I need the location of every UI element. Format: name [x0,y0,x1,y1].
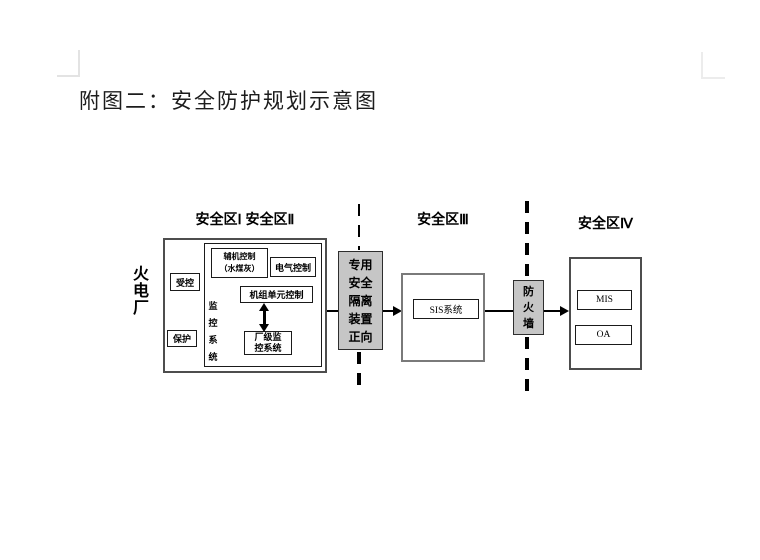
monitoring-system-label: 监 控 系 统 [208,301,218,362]
arrow-firewall-to-zone4-head [560,306,569,316]
electrical-control-box: 电气控制 [270,257,316,277]
aux-control-box: 辅机控制 （水煤灰） [211,248,268,278]
mis-box: MIS [577,290,632,310]
thermal-plant-label: 火 电 厂 [132,266,149,317]
zone2-3-boundary-dashed-line-top [358,204,360,250]
arrow-isolation-to-sis-shaft [383,310,394,312]
controlled-box: 受控 [170,273,200,291]
arrow-shaft [263,308,266,327]
arrow-down-head [259,324,269,332]
figure-title: 附图二：安全防护规划示意图 [79,89,378,113]
zone4-box [569,257,642,370]
arrow-isolation-to-sis-head [393,306,402,316]
oa-box: OA [575,325,632,345]
protection-box: 保护 [167,330,197,347]
zone3-4-boundary-dashed-line-top [525,201,529,278]
connector-zone12-to-isolation [327,310,338,312]
unit-control-box: 机组单元控制 [240,286,313,303]
connector-sis-to-firewall [485,310,513,312]
zone2-3-boundary-dashed-line-bottom [357,352,361,389]
sis-system-box: SIS系统 [413,299,479,319]
zone4-header: 安全区Ⅳ [578,215,633,231]
text-boundary-mark-top-right [701,52,725,79]
arrow-firewall-to-zone4-shaft [544,310,560,312]
zone1-2-header: 安全区Ⅰ 安全区Ⅱ [195,211,295,227]
firewall-box: 防 火 墙 [513,280,544,335]
plant-scada-box: 厂级监 控系统 [244,331,292,355]
text-boundary-mark-top-left [57,50,80,77]
bidirectional-arrow-icon [259,303,271,332]
zone3-header: 安全区Ⅲ [417,211,469,227]
arrow-up-head [259,303,269,311]
zone3-4-boundary-dashed-line-bottom [525,337,529,394]
isolation-device-box: 专用 安全 隔离 装置 正向 [338,251,383,350]
